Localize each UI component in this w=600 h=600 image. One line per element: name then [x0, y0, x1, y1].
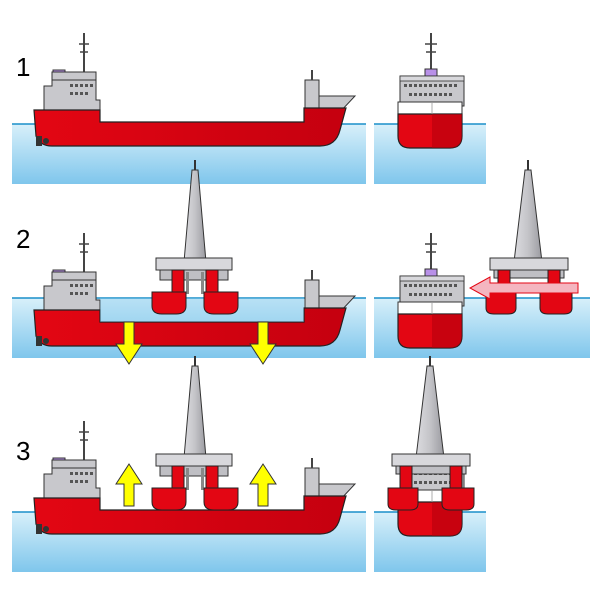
- arrow-up-icon: [115, 463, 143, 507]
- step-3-panel: 3: [12, 355, 486, 572]
- step-2-panel: 2: [12, 159, 590, 365]
- platform-on-deck-side: [151, 355, 239, 511]
- step-number: 2: [16, 224, 30, 254]
- arrow-up-icon: [249, 463, 277, 507]
- step-number: 3: [16, 436, 30, 466]
- ship-front-view-loaded: [387, 355, 475, 537]
- ship-front-view-submerged: [397, 232, 465, 349]
- step-number: 1: [16, 52, 30, 82]
- step-1-panel: 1: [12, 32, 486, 184]
- ship-side-view: [33, 32, 356, 147]
- arrow-down-icon: [249, 321, 277, 365]
- ship-front-view: [397, 32, 465, 149]
- arrow-left-icon: [468, 276, 579, 300]
- arrow-down-icon: [115, 321, 143, 365]
